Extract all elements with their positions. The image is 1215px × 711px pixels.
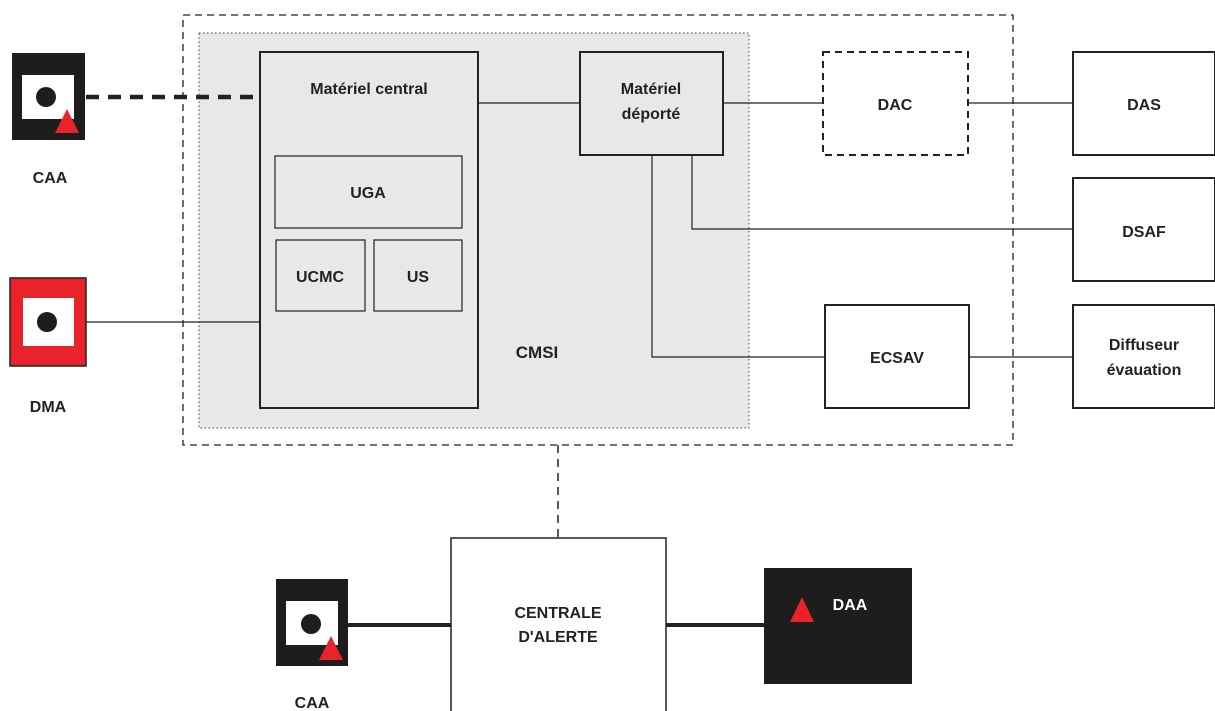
caa-top-warning-triangle-icon <box>55 109 79 133</box>
dma-device <box>9 277 87 367</box>
caa-bottom-device <box>276 579 348 666</box>
daa-warning-triangle-icon <box>790 597 814 622</box>
ssi-boundary <box>182 14 1014 446</box>
diffuseur-label-1: Diffuseur <box>1109 337 1179 354</box>
materiel-central-box <box>259 51 479 409</box>
caa-top-dot-icon <box>36 87 56 107</box>
cmsi-area <box>198 32 750 429</box>
caa-bottom-warning-triangle-icon <box>319 636 343 660</box>
dac-label: DAC <box>878 97 913 114</box>
link-deporte-dsaf <box>691 155 1073 230</box>
dma-label: DMA <box>30 399 67 416</box>
uga-box <box>274 155 463 229</box>
link-deporte-ecsav <box>651 155 825 358</box>
daa-device: DAA <box>764 568 912 684</box>
caa-bottom-label: CAA <box>295 695 330 711</box>
caa-top-device <box>12 53 85 140</box>
uga-label: UGA <box>350 185 386 202</box>
us-label: US <box>407 269 430 286</box>
caa-bottom-dot-icon <box>301 614 321 634</box>
ucmc-box <box>275 239 366 312</box>
diffuseur-label-2: évauation <box>1107 362 1182 379</box>
das-label: DAS <box>1127 97 1161 114</box>
ecsav-label: ECSAV <box>870 350 924 367</box>
dma-dot-icon <box>37 312 57 332</box>
centrale-label-2: D'ALERTE <box>518 629 598 646</box>
us-box <box>373 239 463 312</box>
daa-label: DAA <box>833 597 868 614</box>
caa-top-label: CAA <box>33 170 68 187</box>
materiel-central-label: Matériel central <box>310 81 427 98</box>
centrale-label-1: CENTRALE <box>514 605 601 622</box>
centrale-alerte-box <box>450 537 667 711</box>
dsaf-label: DSAF <box>1122 224 1166 241</box>
ucmc-label: UCMC <box>296 269 344 286</box>
materiel-deporte-label-1: Matériel <box>621 81 681 98</box>
diffuseur-box <box>1072 304 1215 409</box>
cmsi-label: CMSI <box>516 343 559 362</box>
materiel-deporte-label-2: déporté <box>622 106 681 123</box>
